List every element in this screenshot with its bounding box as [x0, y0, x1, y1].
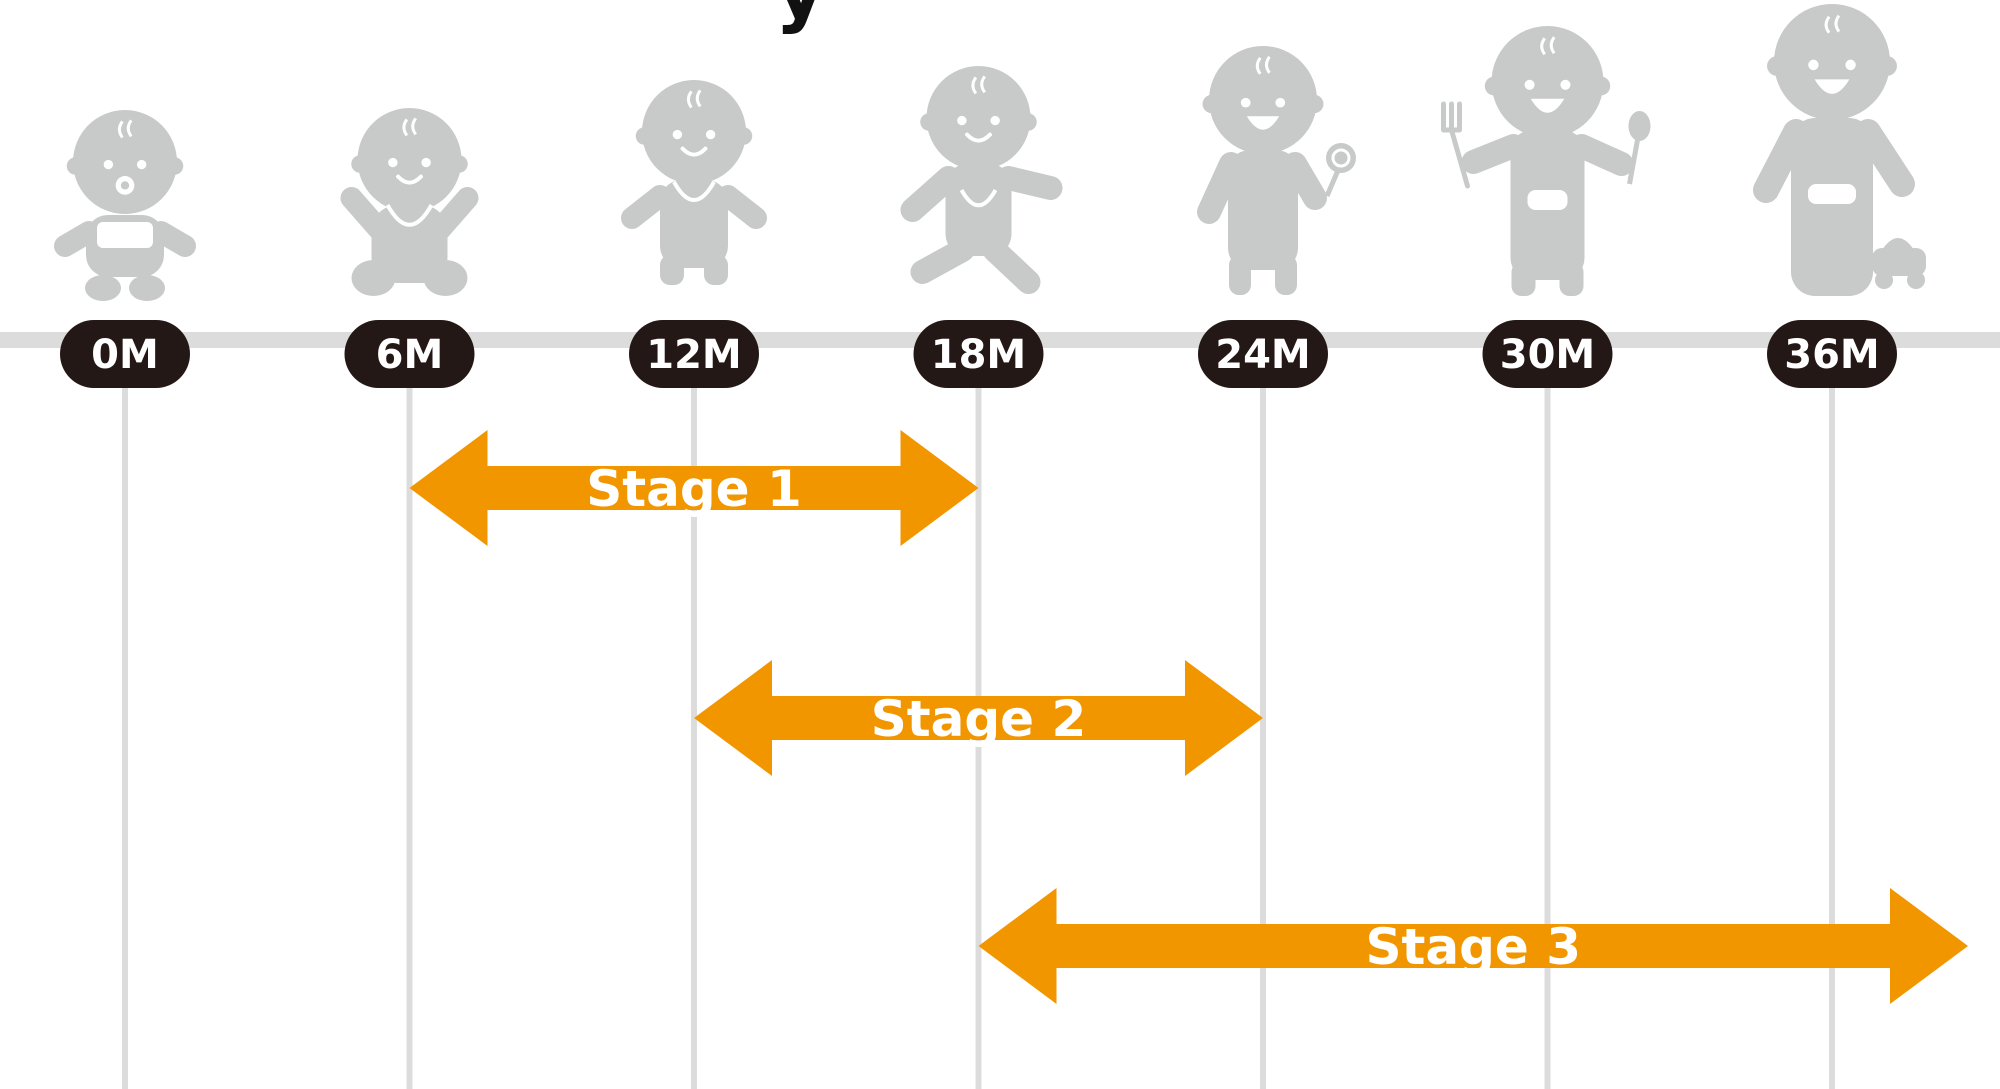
milestone-guide-line — [1260, 380, 1266, 1089]
milestone-label: 0M — [91, 332, 159, 378]
milestone-label: 6M — [376, 332, 444, 378]
double-headed-arrow-icon — [978, 888, 1968, 1004]
milestone-label: 18M — [931, 332, 1026, 378]
milestone-guide-line — [406, 380, 413, 1089]
stage-label: Stage 1 — [586, 460, 802, 518]
stage-label: Stage 3 — [1365, 918, 1581, 976]
stage-arrow: Stage 3 — [978, 888, 1968, 1004]
milestone-guide-line — [122, 380, 128, 1089]
standing-baby-with-bib-icon — [621, 80, 767, 285]
milestone-label: 36M — [1784, 332, 1879, 378]
milestone-guide-line — [1829, 380, 1835, 1089]
milestone-label: 12M — [646, 332, 741, 378]
newborn-baby-icon — [54, 110, 196, 301]
stage-label: Stage 2 — [871, 690, 1087, 748]
double-headed-arrow-icon — [694, 660, 1263, 776]
milestone-badge: 6M — [344, 320, 475, 388]
sitting-baby-with-bib-icon — [340, 108, 479, 296]
walking-toddler-icon — [900, 66, 1063, 294]
milestone-badge: 0M — [60, 320, 190, 388]
milestone-badge: 12M — [629, 320, 759, 388]
toddler-with-lollipop-icon — [1197, 46, 1356, 295]
stage-arrow: Stage 2 — [694, 660, 1263, 776]
double-headed-arrow-icon — [409, 430, 979, 546]
milestone-label: 30M — [1500, 332, 1595, 378]
milestone-badge: 18M — [913, 320, 1044, 388]
child-with-toy-car-icon — [1753, 4, 1926, 296]
milestone-guide-line — [1544, 380, 1551, 1089]
milestone-guide-line — [691, 380, 697, 1089]
toddler-with-fork-and-spoon-icon — [1441, 26, 1651, 296]
milestone-badge: 30M — [1482, 320, 1613, 388]
milestone-badge: 36M — [1767, 320, 1897, 388]
milestone-badge: 24M — [1198, 320, 1328, 388]
milestone-label: 24M — [1215, 332, 1310, 378]
stage-arrow: Stage 1 — [409, 430, 979, 546]
title-fragment: y — [775, 0, 826, 30]
